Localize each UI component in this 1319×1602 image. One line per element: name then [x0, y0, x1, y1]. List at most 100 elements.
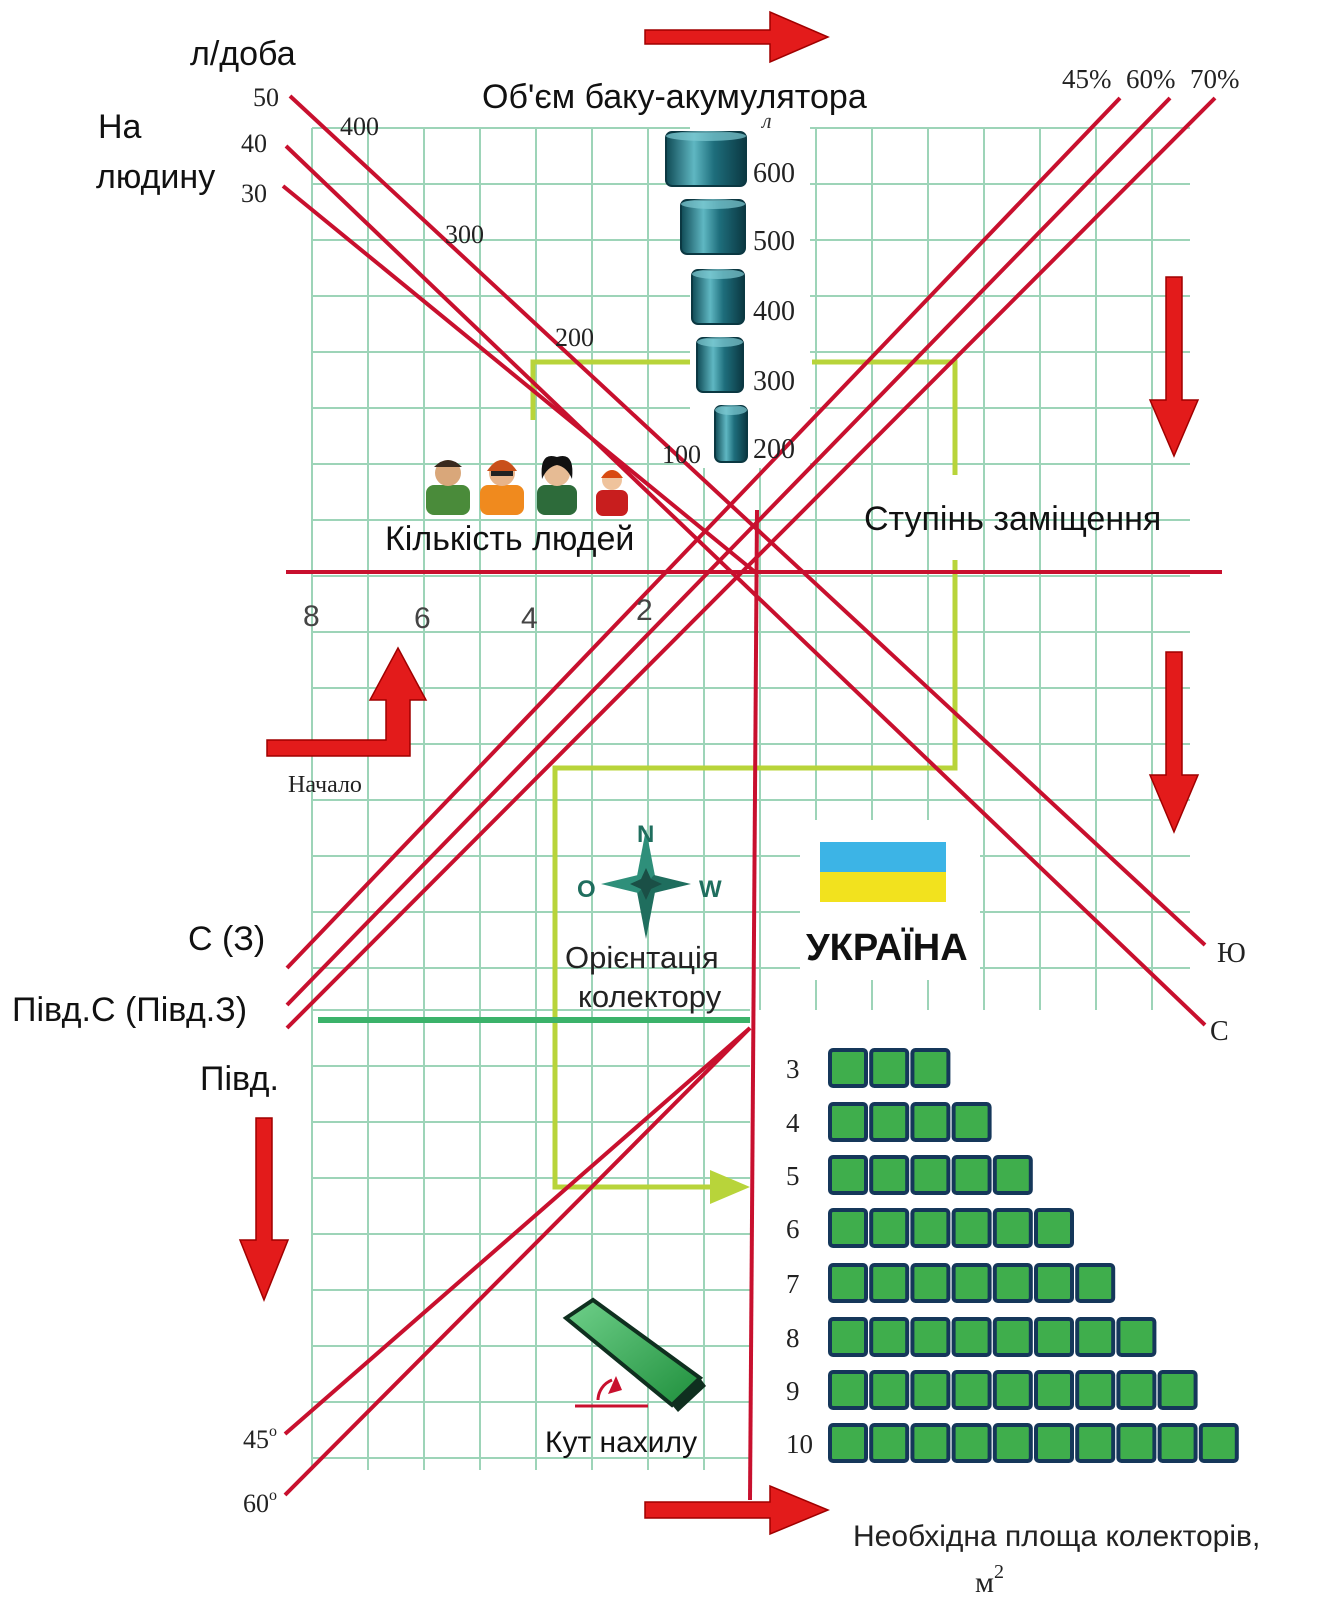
tilt-angle-label: Кут нахилу	[545, 1426, 697, 1459]
collector-square	[992, 1370, 1033, 1410]
collector-row-label: 4	[786, 1108, 800, 1138]
tank-icons	[665, 131, 748, 463]
tank-volume-600: 600	[753, 158, 795, 189]
collector-square	[951, 1423, 992, 1463]
people-count-title: Кількість людей	[385, 520, 634, 558]
collector-square	[992, 1423, 1033, 1463]
collector-square	[1075, 1263, 1116, 1303]
collector-square	[1075, 1423, 1116, 1463]
country-label: УКРАЇНА	[806, 926, 968, 969]
collector-square	[992, 1155, 1033, 1195]
collector-square	[1116, 1317, 1157, 1357]
collector-square	[910, 1317, 951, 1357]
orientation-c-z: С (З)	[188, 920, 265, 958]
per-person-tick-30: 30	[241, 179, 267, 208]
orientation-south: Півд.	[200, 1060, 279, 1098]
collector-square	[1034, 1317, 1074, 1357]
collector-square	[828, 1208, 868, 1248]
orientation-yu: Ю	[1217, 938, 1246, 969]
collector-square	[1198, 1423, 1239, 1463]
start-label: Начало	[288, 772, 362, 798]
arrow-right-bottom	[644, 1484, 830, 1536]
collector-square	[1034, 1263, 1074, 1303]
collector-square	[910, 1102, 951, 1142]
collector-square	[910, 1263, 951, 1303]
collector-square	[869, 1048, 910, 1088]
orientation-c: С	[1210, 1016, 1229, 1047]
volume-tick-400: 400	[340, 112, 379, 141]
replacement-70: 70%	[1190, 64, 1240, 94]
tank-3	[691, 269, 745, 325]
ukraine-flag-icon	[820, 842, 946, 902]
tank-1	[665, 131, 747, 187]
collector-row-label: 3	[786, 1054, 800, 1084]
collector-square	[828, 1102, 868, 1142]
arrow-down-3	[238, 1117, 290, 1303]
collector-square	[1157, 1370, 1198, 1410]
compass-o: O	[577, 876, 596, 903]
collector-row-label: 9	[786, 1376, 800, 1406]
collector-square	[869, 1102, 910, 1142]
replacement-degree-title: Ступінь заміщення	[864, 500, 1161, 538]
collector-square	[910, 1155, 951, 1195]
collector-square	[951, 1208, 992, 1248]
collector-square	[1075, 1317, 1116, 1357]
collector-square	[992, 1263, 1033, 1303]
orientation-south-cz: Півд.С (Півд.З)	[12, 991, 247, 1029]
people-tick-2: 2	[636, 594, 653, 627]
collector-square	[869, 1317, 910, 1357]
collector-square	[951, 1102, 992, 1142]
compass-n: N	[637, 821, 654, 848]
tilted-collector-icon	[562, 1297, 706, 1412]
collector-square	[828, 1423, 868, 1463]
people-tick-6: 6	[414, 602, 431, 635]
collector-square	[828, 1155, 868, 1195]
collector-square	[951, 1370, 992, 1410]
tank-volume-500: 500	[753, 226, 795, 257]
example-path	[530, 359, 958, 1204]
collector-square	[1116, 1370, 1157, 1410]
tank-2	[680, 199, 746, 255]
labels: л/доба На людину 50 40 30 Об'єм баку-аку…	[12, 35, 1260, 1599]
per-person-tick-50: 50	[253, 83, 279, 112]
tilt-tick-45: 45о	[243, 1423, 277, 1454]
collector-row-label: 5	[786, 1161, 800, 1191]
collector-square	[910, 1370, 951, 1410]
replacement-60: 60%	[1126, 64, 1176, 94]
flow-arrows	[238, 10, 1200, 1536]
per-day-unit-label: л/доба	[190, 35, 296, 73]
collector-square	[1157, 1423, 1198, 1463]
required-area-label-line1: Необхідна площа колекторів,	[853, 1520, 1260, 1553]
tank-volume-300: 300	[753, 366, 795, 397]
collector-square	[869, 1423, 910, 1463]
collector-square	[869, 1208, 910, 1248]
collector-square	[1075, 1370, 1116, 1410]
arrow-down-2	[1148, 651, 1200, 834]
collector-row-label: 10	[786, 1429, 813, 1459]
collector-square	[869, 1155, 910, 1195]
replacement-45: 45%	[1062, 64, 1112, 94]
collector-row-label: 7	[786, 1269, 800, 1299]
collector-square	[910, 1208, 951, 1248]
collector-square	[828, 1317, 868, 1357]
collector-square	[951, 1263, 992, 1303]
tank-5	[714, 405, 748, 463]
tank-unit-label: л	[760, 108, 772, 133]
orientation-label-line1: Орієнтація	[565, 940, 719, 975]
collector-square	[828, 1263, 868, 1303]
per-person-tick-40: 40	[241, 129, 267, 158]
tilt-tick-60: 60о	[243, 1487, 277, 1518]
compass-icon	[601, 829, 691, 939]
arrow-down-1	[1148, 276, 1200, 458]
required-area-label-line2: м2	[975, 1561, 1004, 1599]
arrow-right-top	[644, 10, 830, 64]
start-arrow	[266, 646, 428, 757]
collector-row-label: 8	[786, 1323, 800, 1353]
people-tick-4: 4	[521, 602, 538, 635]
collector-square	[869, 1370, 910, 1410]
tank-volume-400: 400	[753, 296, 795, 327]
compass-w: W	[699, 876, 722, 903]
collector-square	[828, 1370, 868, 1410]
